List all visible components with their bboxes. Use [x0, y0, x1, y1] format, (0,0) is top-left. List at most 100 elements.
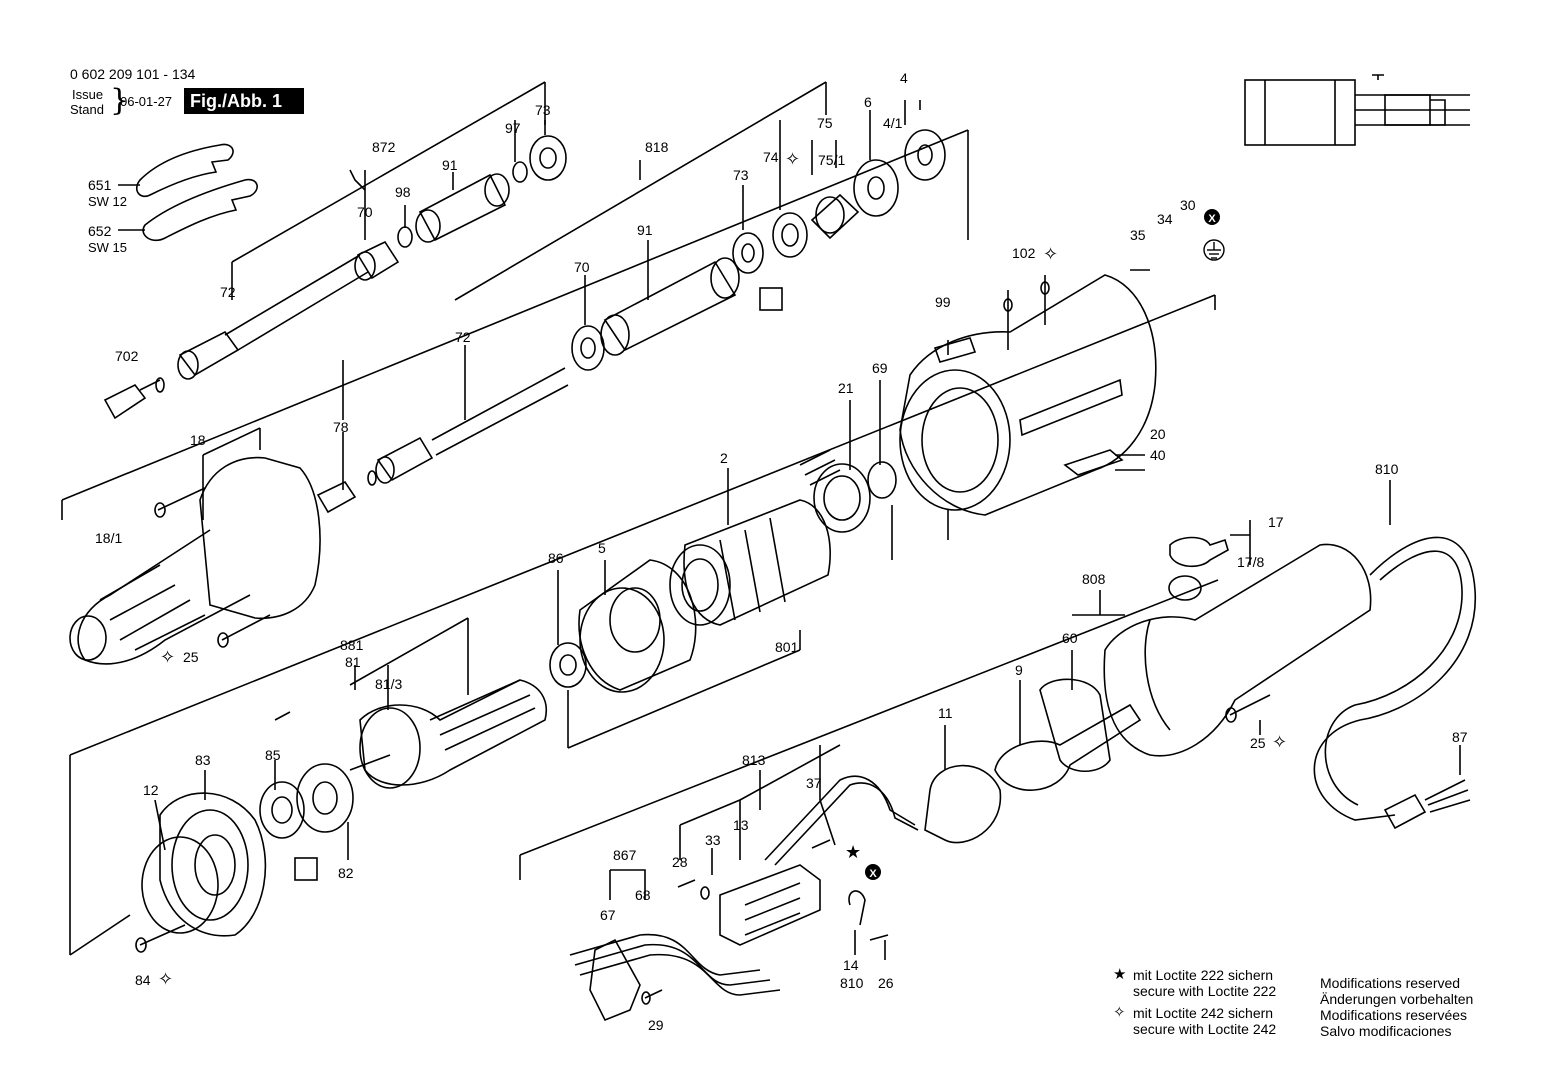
terminal-block-13 [719, 864, 821, 946]
part-label-4-1: 4/1 [883, 115, 903, 131]
part-label-70b: 70 [574, 259, 590, 275]
part-label-867: 867 [613, 847, 637, 863]
legend-222-en: secure with Loctite 222 [1133, 983, 1277, 999]
part-label-81: 81 [345, 654, 361, 670]
part-label-2: 2 [720, 450, 728, 466]
star-outline-icon: ✧ [160, 647, 175, 667]
part-label-29: 29 [648, 1017, 664, 1033]
stand-label: Stand [70, 102, 104, 117]
modifications-notice: Modifications reserved Änderungen vorbeh… [1320, 975, 1473, 1039]
part-label-17-8: 17/8 [1237, 554, 1264, 570]
motor-housing [899, 274, 1157, 516]
part-label-82: 82 [338, 865, 354, 881]
part-label-702: 702 [115, 348, 139, 364]
part-label-72a: 72 [220, 284, 236, 300]
part-label-83: 83 [195, 752, 211, 768]
part-label-68: 68 [635, 887, 651, 903]
bearing-86 [549, 642, 587, 688]
cap-17-8 [1168, 575, 1202, 601]
ground-icon [1203, 239, 1225, 261]
star-solid-icon: ★ [845, 842, 861, 862]
star-outline-icon: ✧ [1272, 732, 1287, 752]
bearing-85 [259, 781, 305, 839]
star-outline-icon: ✧ [1113, 1004, 1126, 1021]
legend-222-de: mit Loctite 222 sichern [1133, 967, 1274, 983]
oring-69 [867, 461, 897, 499]
part-label-35: 35 [1130, 227, 1146, 243]
part-label-30: 30 [1180, 197, 1196, 213]
part-label-818: 818 [645, 139, 669, 155]
bearing-73a [529, 135, 567, 181]
armature-2 [683, 499, 831, 626]
part-label-87: 87 [1452, 729, 1468, 745]
part-label-872: 872 [372, 139, 396, 155]
screw-84 [139, 924, 186, 946]
plate-20 [1063, 449, 1124, 476]
handle-808 [1103, 543, 1372, 757]
legend-242-de: mit Loctite 242 sichern [1133, 1005, 1274, 1021]
part-label-25b: 25 [1250, 735, 1266, 751]
schematic-coil [1244, 79, 1356, 146]
washer-33 [700, 886, 710, 900]
seal-74 [772, 212, 808, 258]
screw-25a [221, 614, 271, 641]
star-solid-icon: ★ [1113, 966, 1127, 983]
part-label-13: 13 [733, 817, 749, 833]
issue-label: Issue [72, 87, 104, 102]
part-label-81-3: 81/3 [375, 676, 402, 692]
gasket-67 [589, 938, 641, 1022]
modifications-en: Modifications reserved [1320, 975, 1461, 991]
part-label-652: 652 [88, 223, 112, 239]
collet-nut-78 [316, 480, 357, 514]
rotor-881 [359, 679, 547, 786]
ring-21 [813, 463, 871, 533]
part-label-91a: 91 [442, 157, 458, 173]
part-label-21: 21 [838, 380, 854, 396]
coupling-6 [853, 159, 899, 217]
part-label-34: 34 [1157, 211, 1173, 227]
bearing-symbol-a [759, 287, 783, 311]
part-label-102: 102 [1012, 245, 1036, 261]
bearing-70a [356, 240, 400, 280]
washer-97 [512, 161, 528, 183]
part-label-18-1: 18/1 [95, 530, 122, 546]
part-label-808: 808 [1082, 571, 1106, 587]
tube-91b [603, 260, 737, 352]
issue-date: 06-01-27 [120, 94, 173, 109]
x-marker-text: X [1208, 213, 1216, 225]
part-label-sw15: SW 15 [88, 240, 127, 255]
part-label-69: 69 [872, 360, 888, 376]
x-marker-icon [1204, 209, 1220, 225]
part-label-4: 4 [900, 70, 908, 86]
part-label-17: 17 [1268, 514, 1284, 530]
part-label-18: 18 [190, 432, 206, 448]
part-label-11: 11 [938, 705, 953, 721]
part-label-60: 60 [1062, 630, 1078, 646]
part-label-813: 813 [742, 752, 766, 768]
part-label-75: 75 [817, 115, 833, 131]
schematic-terminal [1384, 94, 1431, 126]
screw-37 [811, 839, 831, 849]
sleeve-72 [178, 330, 240, 377]
flange-82 [296, 763, 354, 833]
part-label-810b: 810 [840, 975, 864, 991]
figure-badge: Fig./Abb. 1 [184, 88, 304, 114]
star-outline-icon: ✧ [158, 969, 173, 989]
screw-29 [644, 989, 663, 999]
part-label-14: 14 [843, 957, 859, 973]
motor-shaft-9 [994, 703, 1142, 791]
part-label-72b: 72 [455, 329, 471, 345]
star-outline-icon: ✧ [1043, 244, 1058, 264]
capacitor-11 [924, 764, 1002, 844]
tube-91a [418, 173, 507, 242]
cord-end-87 [1383, 793, 1427, 830]
field-5 [578, 559, 697, 691]
part-label-99: 99 [935, 294, 951, 310]
wrench-652 [142, 178, 258, 242]
star-outline-icon: ✧ [785, 149, 800, 169]
part-label-98: 98 [395, 184, 411, 200]
screw-28 [677, 879, 696, 888]
part-label-84: 84 [135, 972, 151, 988]
legend-242-en: secure with Loctite 242 [1133, 1021, 1277, 1037]
